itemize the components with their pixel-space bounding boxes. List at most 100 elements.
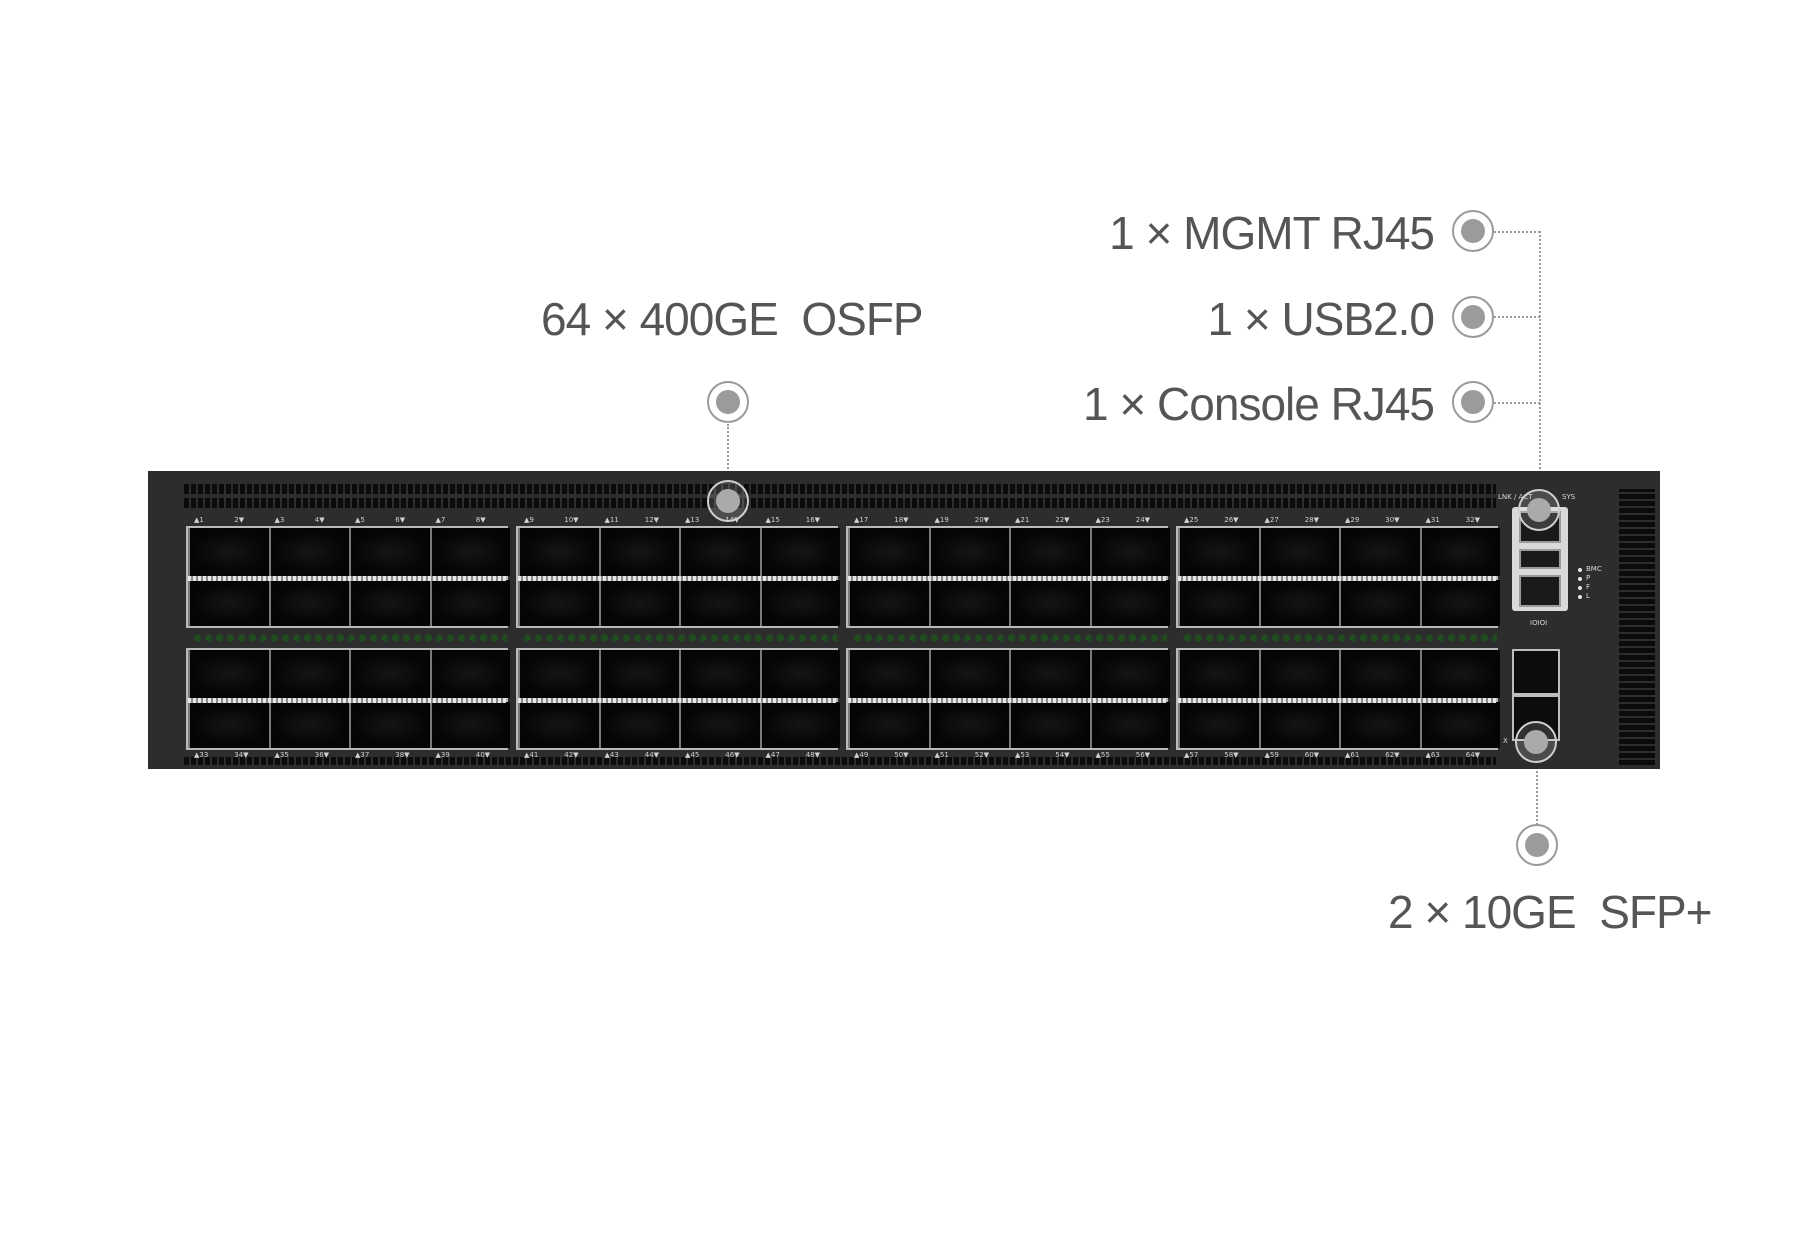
top-vent-2 [184, 498, 1496, 508]
osfp-port[interactable] [1339, 702, 1420, 748]
port-divider [1178, 576, 1496, 581]
osfp-port[interactable] [598, 650, 679, 698]
osfp-port[interactable] [1339, 528, 1420, 576]
f-led [1578, 586, 1582, 590]
osfp-port[interactable] [1258, 528, 1339, 576]
bmc-label: BMC [1586, 565, 1602, 573]
port-number-label: 62▼ [1385, 751, 1400, 759]
osfp-port[interactable] [1178, 580, 1259, 626]
osfp-port[interactable] [679, 580, 760, 626]
osfp-port[interactable] [848, 702, 929, 748]
osfp-port[interactable] [1009, 650, 1090, 698]
osfp-port[interactable] [188, 650, 269, 698]
console-rj45-port[interactable] [1519, 575, 1561, 607]
osfp-port[interactable] [518, 650, 599, 698]
osfp-port[interactable] [928, 702, 1009, 748]
port-number-label: 2▼ [234, 516, 245, 524]
port-number-label: 16▼ [805, 516, 821, 524]
osfp-port[interactable] [349, 650, 430, 698]
osfp-port[interactable] [928, 528, 1009, 576]
osfp-port[interactable] [1009, 580, 1090, 626]
port-number-label: ▲33 [194, 751, 209, 759]
port-number-label: 30▼ [1385, 516, 1400, 524]
port-divider [848, 698, 1166, 703]
osfp-port[interactable] [1339, 580, 1420, 626]
osfp-port[interactable] [1089, 702, 1170, 748]
osfp-port[interactable] [1258, 702, 1339, 748]
osfp-port[interactable] [679, 650, 760, 698]
osfp-port[interactable] [1258, 650, 1339, 698]
port-number-label: 42▼ [564, 751, 579, 759]
osfp-port[interactable] [268, 650, 349, 698]
port-number-label: 60▼ [1304, 751, 1320, 759]
usb-port[interactable] [1519, 549, 1561, 569]
osfp-port[interactable] [1419, 650, 1500, 698]
osfp-port[interactable] [1258, 580, 1339, 626]
osfp-port[interactable] [759, 650, 840, 698]
port-number-label: ▲13 [685, 516, 700, 524]
osfp-port[interactable] [1178, 702, 1259, 748]
osfp-port[interactable] [518, 580, 599, 626]
osfp-port[interactable] [759, 702, 840, 748]
port-number-label: 12▼ [644, 516, 660, 524]
osfp-port[interactable] [429, 650, 510, 698]
port-number-label: ▲29 [1345, 516, 1360, 524]
port-number-label: 64▼ [1465, 751, 1481, 759]
port-number-label: 10▼ [564, 516, 579, 524]
osfp-port[interactable] [1178, 528, 1259, 576]
osfp-port[interactable] [848, 650, 929, 698]
osfp-port[interactable] [188, 702, 269, 748]
osfp-port[interactable] [679, 702, 760, 748]
osfp-port[interactable] [1419, 528, 1500, 576]
osfp-port[interactable] [598, 580, 679, 626]
osfp-port[interactable] [928, 580, 1009, 626]
osfp-port[interactable] [1339, 650, 1420, 698]
osfp-port[interactable] [188, 580, 269, 626]
osfp-port[interactable] [268, 702, 349, 748]
osfp-callout-label: 64 × 400GE OSFP [541, 293, 924, 345]
osfp-leader-line [727, 424, 729, 484]
osfp-port[interactable] [349, 702, 430, 748]
osfp-port[interactable] [518, 528, 599, 576]
osfp-port[interactable] [1009, 702, 1090, 748]
p-led [1578, 577, 1582, 581]
osfp-port[interactable] [429, 702, 510, 748]
osfp-port[interactable] [268, 528, 349, 576]
osfp-port[interactable] [759, 528, 840, 576]
osfp-port[interactable] [679, 528, 760, 576]
port-number-label: 26▼ [1224, 516, 1239, 524]
osfp-port[interactable] [1009, 528, 1090, 576]
status-led-strip-3 [852, 633, 1167, 643]
osfp-port[interactable] [1089, 650, 1170, 698]
osfp-port[interactable] [848, 528, 929, 576]
sfp-callout-label: 2 × 10GE SFP+ [1388, 886, 1713, 938]
port-number-label: ▲39 [435, 751, 450, 759]
osfp-port[interactable] [268, 580, 349, 626]
osfp-port[interactable] [429, 580, 510, 626]
osfp-port[interactable] [759, 580, 840, 626]
sfp-port-1[interactable] [1512, 649, 1560, 695]
port-number-label: ▲35 [274, 751, 289, 759]
osfp-port[interactable] [1089, 580, 1170, 626]
osfp-port[interactable] [598, 702, 679, 748]
osfp-port[interactable] [349, 528, 430, 576]
osfp-port[interactable] [848, 580, 929, 626]
mgmt-device-marker [1518, 489, 1560, 531]
port-number-label: ▲3 [274, 516, 285, 524]
osfp-port[interactable] [1419, 702, 1500, 748]
osfp-port[interactable] [1178, 650, 1259, 698]
port-number-label: ▲23 [1095, 516, 1110, 524]
status-led-strip-4 [1182, 633, 1497, 643]
osfp-port-block [516, 526, 840, 628]
osfp-port[interactable] [188, 528, 269, 576]
osfp-port[interactable] [518, 702, 599, 748]
osfp-port[interactable] [1419, 580, 1500, 626]
osfp-port[interactable] [928, 650, 1009, 698]
osfp-port[interactable] [598, 528, 679, 576]
port-number-label: 54▼ [1055, 751, 1070, 759]
osfp-port[interactable] [349, 580, 430, 626]
port-number-label: ▲57 [1184, 751, 1199, 759]
osfp-port[interactable] [1089, 528, 1170, 576]
osfp-port[interactable] [429, 528, 510, 576]
